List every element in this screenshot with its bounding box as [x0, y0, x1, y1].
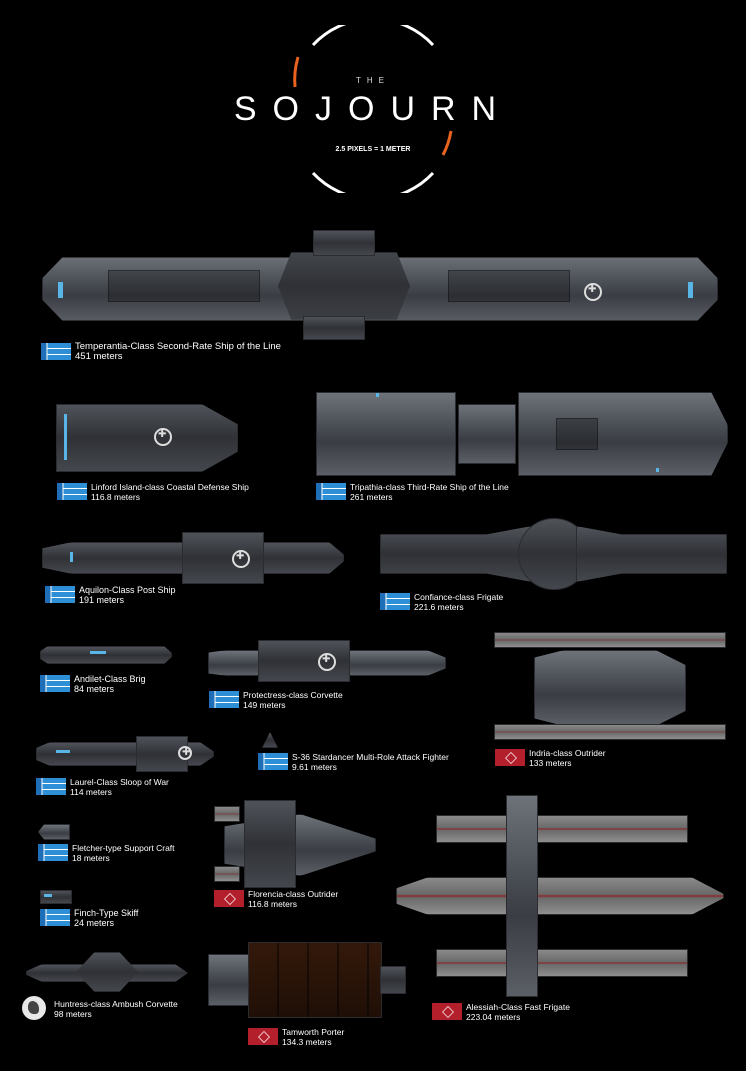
flag-icon: [316, 483, 346, 500]
flag-icon: [36, 778, 66, 795]
ship-name: Temperantia-Class Second-Rate Ship of th…: [75, 341, 281, 352]
flag-icon: [432, 1003, 462, 1020]
ship-florencia: [214, 800, 376, 888]
ship-size: 134.3 meters: [282, 1037, 332, 1047]
ship-temperantia: [28, 230, 730, 340]
ship-name: Huntress-class Ambush Corvette: [54, 999, 178, 1009]
ship-name: Finch-Type Skiff: [74, 908, 139, 918]
label-aquilon: Aquilon-Class Post Ship 191 meters: [45, 585, 245, 607]
ship-name: Alessiah-Class Fast Frigate: [466, 1002, 570, 1012]
ship-size: 191 meters: [79, 595, 125, 605]
label-fletcher: Fletcher-type Support Craft 18 meters: [38, 843, 238, 865]
ship-size: 116.8 meters: [91, 492, 140, 502]
ship-size: 24 meters: [74, 918, 115, 928]
label-andilet: Andilet-Class Brig 84 meters: [40, 674, 200, 696]
ship-size: 98 meters: [54, 1009, 92, 1019]
ship-name: Tamworth Porter: [282, 1027, 345, 1037]
label-finch: Finch-Type Skiff 24 meters: [40, 908, 240, 930]
flag-icon: [258, 753, 288, 770]
ship-finch: [40, 890, 72, 904]
logo-title: SOJOURN: [233, 90, 513, 128]
label-indria: Indria-class Outrider 133 meters: [495, 748, 695, 770]
ship-fletcher: [38, 824, 70, 840]
ship-size: 149 meters: [243, 700, 286, 710]
ship-size: 18 meters: [72, 853, 110, 863]
ship-size: 261 meters: [350, 492, 393, 502]
flag-icon: [380, 593, 410, 610]
flag-icon: [38, 844, 68, 861]
label-laurel: Laurel-Class Sloop of War 114 meters: [36, 777, 236, 799]
flag-icon: [214, 890, 244, 907]
label-huntress: Huntress-class Ambush Corvette 98 meters: [22, 996, 222, 1020]
flag-icon: [209, 691, 239, 708]
ship-name: Protectress-class Corvette: [243, 690, 343, 700]
label-tripathia: Tripathia-class Third-Rate Ship of the L…: [316, 482, 556, 504]
flag-icon: [248, 1028, 278, 1045]
ship-name: Confiance-class Frigate: [414, 592, 504, 602]
wolf-emblem-icon: [22, 996, 46, 1020]
ship-stardancer: [262, 732, 278, 748]
label-linford-island: Linford Island-class Coastal Defense Shi…: [57, 482, 297, 504]
ship-size: 116.8 meters: [248, 899, 297, 909]
ship-tripathia: [316, 388, 728, 478]
ship-size: 84 meters: [74, 684, 115, 694]
label-florencia: Florencia-class Outrider 116.8 meters: [214, 889, 414, 911]
ship-huntress: [26, 952, 188, 992]
ship-linford-island: [56, 398, 238, 476]
label-alessiah: Alessiah-Class Fast Frigate 223.04 meter…: [432, 1002, 652, 1024]
ship-alessiah: [396, 795, 724, 997]
flag-icon: [495, 749, 525, 766]
ship-size: 221.6 meters: [414, 602, 464, 612]
label-temperantia: Temperantia-Class Second-Rate Ship of th…: [41, 342, 301, 364]
ship-tamworth: [208, 936, 406, 1022]
ship-protectress: [208, 640, 446, 682]
ship-size: 451 meters: [75, 351, 123, 362]
sojourn-logo-ring: [293, 25, 453, 193]
ship-name: Florencia-class Outrider: [248, 889, 339, 899]
ship-name: Linford Island-class Coastal Defense Shi…: [91, 482, 249, 492]
flag-icon: [41, 343, 71, 360]
ship-name: Tripathia-class Third-Rate Ship of the L…: [350, 482, 509, 492]
ship-andilet: [40, 642, 172, 666]
ship-name: Laurel-Class Sloop of War: [70, 777, 169, 787]
label-confiance: Confiance-class Frigate 221.6 meters: [380, 592, 580, 614]
ship-name: Aquilon-Class Post Ship: [79, 585, 176, 595]
ship-name: Indria-class Outrider: [529, 748, 606, 758]
ship-confiance: [380, 518, 727, 590]
ship-name: Andilet-Class Brig: [74, 674, 146, 684]
ship-size: 133 meters: [529, 758, 572, 768]
ship-indria: [494, 632, 726, 740]
scale-note: 2.5 PIXELS = 1 METER: [335, 146, 411, 153]
label-protectress: Protectress-class Corvette 149 meters: [209, 690, 409, 712]
logo-the: THE: [356, 76, 390, 85]
flag-icon: [40, 675, 70, 692]
ship-laurel: [36, 736, 214, 772]
ship-name: Fletcher-type Support Craft: [72, 843, 175, 853]
ship-aquilon: [42, 530, 354, 584]
flag-icon: [45, 586, 75, 603]
ship-size: 114 meters: [70, 787, 112, 797]
flag-icon: [40, 909, 70, 926]
flag-icon: [57, 483, 87, 500]
ship-name: S-36 Stardancer Multi-Role Attack Fighte…: [292, 752, 449, 762]
ship-size: 223.04 meters: [466, 1012, 521, 1022]
label-stardancer: S-36 Stardancer Multi-Role Attack Fighte…: [258, 752, 478, 774]
ship-size: 9.61 meters: [292, 762, 337, 772]
label-tamworth: Tamworth Porter 134.3 meters: [248, 1027, 448, 1049]
